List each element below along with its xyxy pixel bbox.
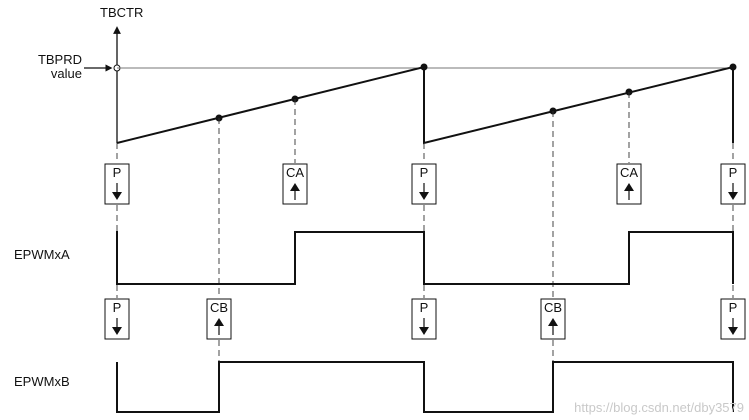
epwmxb-label: EPWMxB — [14, 374, 70, 389]
svg-text:CB: CB — [544, 300, 562, 315]
period-match-point-1 — [420, 63, 428, 71]
tbctr-counter-waveform — [116, 65, 734, 145]
svg-text:P: P — [420, 165, 429, 180]
epwmxa-waveform — [116, 231, 734, 285]
svg-text:P: P — [113, 165, 122, 180]
svg-text:P: P — [729, 165, 738, 180]
tbprd-value-label: value — [51, 66, 82, 81]
svg-text:CB: CB — [210, 300, 228, 315]
cmpb-event-box-2: CB — [540, 298, 566, 340]
svg-text:CA: CA — [620, 165, 638, 180]
epwmxa-label: EPWMxA — [14, 247, 70, 262]
svg-text:CA: CA — [286, 165, 304, 180]
dashed-guide-lines — [116, 92, 734, 298]
cmpb-event-box-1: CB — [206, 298, 232, 340]
period-event-box-b3: P — [720, 298, 746, 340]
svg-text:P: P — [729, 300, 738, 315]
dashed-guide-lines-lower — [218, 340, 554, 362]
epwmxb-waveform — [116, 361, 734, 413]
period-match-point-2 — [729, 63, 737, 71]
period-event-box-a3: P — [720, 163, 746, 205]
tbprd-label: TBPRD — [38, 52, 82, 67]
period-event-box-a1: P — [104, 163, 130, 205]
cmpa-event-box-2: CA — [616, 163, 642, 205]
svg-text:P: P — [113, 300, 122, 315]
cmpa-event-box-1: CA — [282, 163, 308, 205]
y-axis-label: TBCTR — [100, 5, 143, 20]
svg-text:P: P — [420, 300, 429, 315]
period-event-box-b2: P — [411, 298, 437, 340]
watermark-text: https://blog.csdn.net/dby3579 — [574, 400, 744, 415]
period-event-box-b1: P — [104, 298, 130, 340]
period-event-box-a2: P — [411, 163, 437, 205]
